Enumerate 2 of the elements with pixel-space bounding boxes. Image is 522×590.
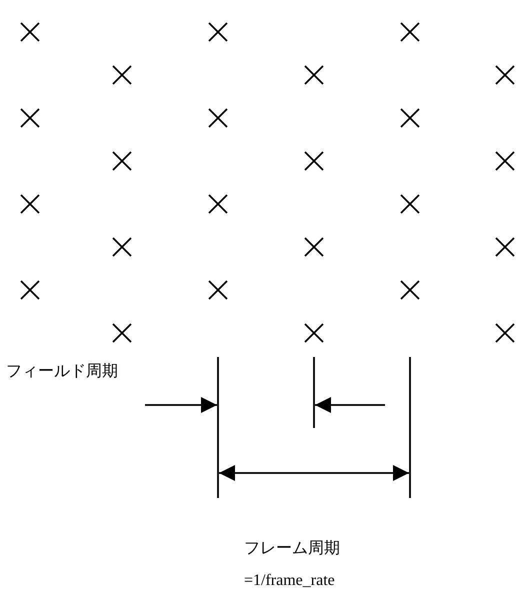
dimension-label: フィールド周期 [6,362,118,382]
dimension-label: フレーム周期 =1/frame_rate [244,539,341,590]
